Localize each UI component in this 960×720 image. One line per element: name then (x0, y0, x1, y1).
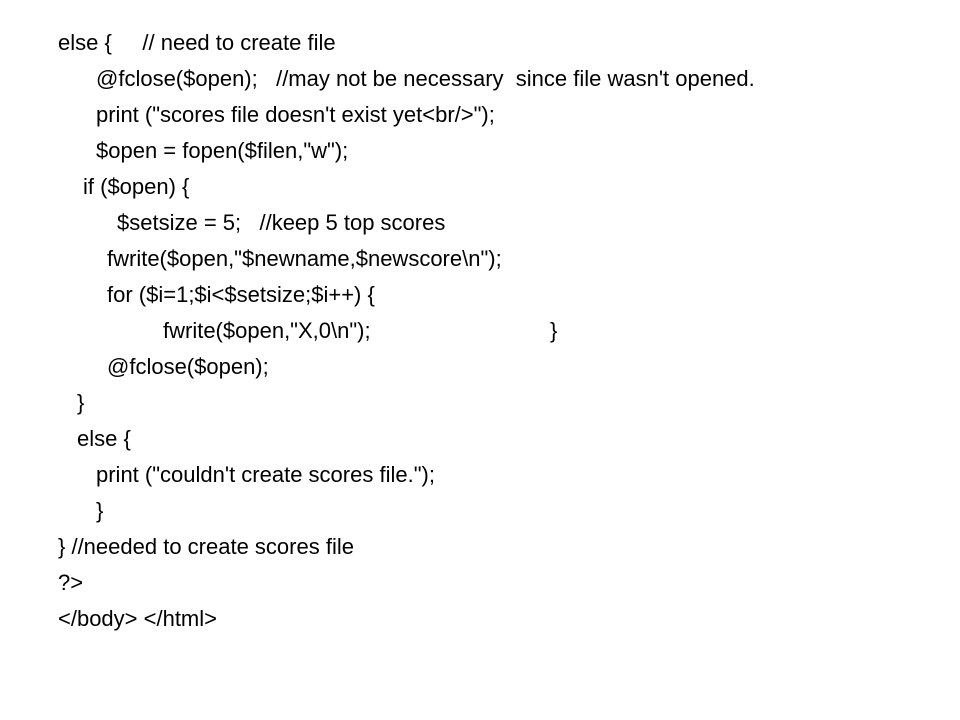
code-line-for-close-brace: } (550, 318, 558, 343)
code-line-else: else { (77, 426, 131, 451)
code-line-fwrite-newscore: fwrite($open,"$newname,$newscore\n"); (107, 246, 502, 271)
code-line-print-couldnt-create: print ("couldn't create scores file."); (96, 462, 435, 487)
code-line-fwrite-x0: fwrite($open,"X,0\n"); (163, 318, 371, 343)
code-line-fclose-comment: @fclose($open); //may not be necessary s… (96, 66, 755, 91)
code-line-php-close-tag: ?> (58, 570, 84, 595)
code-line-html-close-tags: </body> </html> (58, 606, 217, 631)
code-line-else-close-brace: } (96, 498, 104, 523)
code-line-print-not-exist: print ("scores file doesn't exist yet<br… (96, 102, 495, 127)
code-line-if-close-brace: } (77, 390, 85, 415)
code-line-else-create-file: else { // need to create file (58, 30, 336, 55)
code-line-fopen: $open = fopen($filen,"w"); (96, 138, 349, 163)
code-line-setsize: $setsize = 5; //keep 5 top scores (117, 210, 446, 235)
code-line-fclose: @fclose($open); (107, 354, 269, 379)
code-line-if-open: if ($open) { (83, 174, 190, 199)
code-line-outer-close-comment: } //needed to create scores file (58, 534, 354, 559)
code-line-for-loop: for ($i=1;$i<$setsize;$i++) { (107, 282, 375, 307)
